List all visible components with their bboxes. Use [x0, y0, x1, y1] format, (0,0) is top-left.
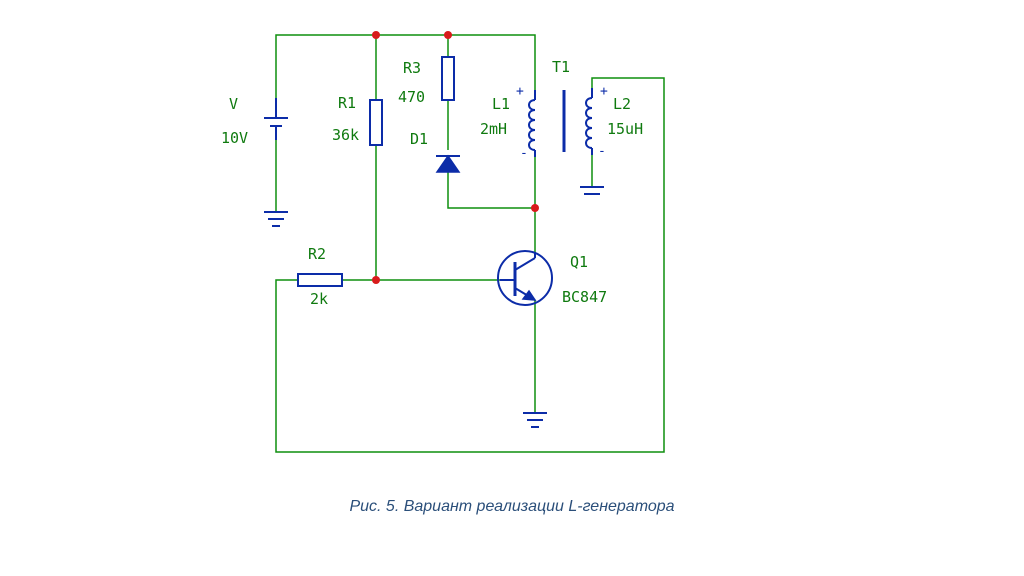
transistor-q1: Q1 BC847 — [497, 250, 607, 306]
l2-plus-marker: + — [600, 84, 608, 99]
l2-value-label: 15uH — [607, 120, 643, 138]
junction-node — [531, 204, 539, 212]
diode-to-collector-wire — [447, 172, 535, 209]
junction-node — [444, 31, 452, 39]
l2-name-label: L2 — [613, 95, 631, 113]
ground-symbol-l2 — [580, 186, 604, 195]
junction-node — [372, 31, 380, 39]
feedback-loop-wire — [275, 77, 665, 453]
l1-plus-marker: + — [516, 84, 524, 99]
resistor-r2: R2 2k — [297, 245, 343, 308]
q1-value-label: BC847 — [562, 288, 607, 306]
battery-name-label: V — [229, 95, 238, 113]
battery-v: V 10V — [221, 95, 288, 147]
l2-minus-marker: - — [598, 144, 606, 159]
r2-value-label: 2k — [310, 290, 328, 308]
figure-caption: Рис. 5. Вариант реализации L-генератора — [349, 498, 675, 515]
l1-minus-marker: - — [520, 146, 528, 161]
junction-nodes — [372, 31, 539, 284]
l1-value-label: 2mH — [480, 120, 507, 138]
ground-symbol-battery — [264, 211, 288, 227]
transformer-t1: T1 + - L1 2mH + - L2 15uH — [480, 58, 643, 161]
transistor-collector — [514, 257, 536, 271]
top-rail-wire — [275, 34, 536, 98]
battery-value-label: 10V — [221, 129, 248, 147]
l1-name-label: L1 — [492, 95, 510, 113]
r3-name-label: R3 — [403, 59, 421, 77]
q1-name-label: Q1 — [570, 253, 588, 271]
resistor-r3: R3 470 — [398, 56, 455, 106]
d1-name-label: D1 — [410, 130, 428, 148]
inductor-l2: + - L2 15uH — [585, 84, 643, 159]
r2-name-label: R2 — [308, 245, 326, 263]
r3-value-label: 470 — [398, 88, 425, 106]
wires — [275, 34, 665, 453]
t1-name-label: T1 — [552, 58, 570, 76]
inductor-l1: + - L1 2mH — [480, 84, 536, 161]
junction-node — [372, 276, 380, 284]
emitter-arrow — [521, 289, 537, 301]
diode-d1: D1 — [410, 130, 461, 173]
resistor-r1: R1 36k — [332, 94, 383, 146]
ground-symbol-emitter — [523, 412, 547, 428]
r1-value-label: 36k — [332, 126, 359, 144]
r1-name-label: R1 — [338, 94, 356, 112]
